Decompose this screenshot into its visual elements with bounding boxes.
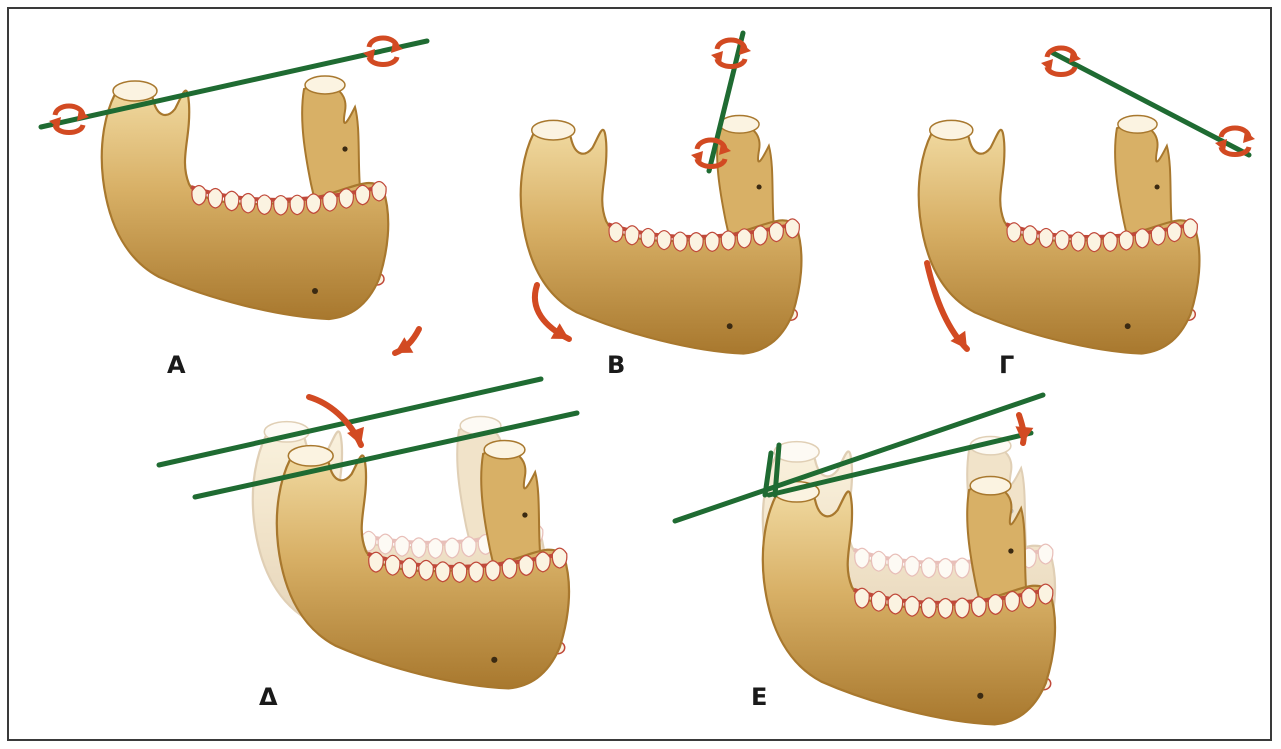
mandible-d (277, 441, 569, 689)
mandible-b (521, 115, 802, 353)
condyle (113, 81, 157, 101)
condyle (930, 120, 973, 140)
condyle (532, 120, 575, 140)
far-condyle (720, 115, 759, 133)
mental-foramen (1125, 323, 1131, 329)
panel-b (521, 33, 802, 354)
mental-foramen (977, 693, 983, 699)
mandibular-foramen (1008, 548, 1013, 553)
motion-arrow-a (391, 329, 420, 361)
mandible-a (102, 76, 388, 319)
mandible-g (919, 115, 1200, 353)
panel-label-b: B (607, 353, 625, 377)
panel-label-e: E (751, 685, 767, 709)
panel-label-a: A (167, 353, 186, 377)
mandibular-foramen (342, 146, 347, 151)
panel-label-d: Δ (259, 685, 278, 709)
figure-frame: A B Γ Δ E (7, 7, 1272, 741)
mandibular-foramen (1155, 184, 1160, 189)
figure-illustration (9, 9, 1272, 741)
panel-a (41, 38, 427, 361)
panel-d (159, 379, 577, 688)
mental-foramen (727, 323, 733, 329)
rotation-arrow-g-left (1041, 48, 1081, 75)
panel-e (675, 395, 1055, 724)
condyle (288, 446, 333, 466)
mandible-e (763, 477, 1055, 725)
rotation-arrow-b-top (711, 40, 751, 67)
motion-arrow-e (1014, 415, 1033, 444)
mental-foramen (312, 288, 318, 294)
mandibular-foramen (757, 184, 762, 189)
mandibular-foramen (522, 512, 527, 517)
mental-foramen (491, 657, 497, 663)
panel-label-g: Γ (999, 353, 1014, 377)
far-condyle (1118, 115, 1157, 133)
panel-g (919, 48, 1255, 354)
far-condyle (970, 477, 1011, 495)
far-condyle (484, 441, 525, 459)
far-condyle (305, 76, 345, 94)
